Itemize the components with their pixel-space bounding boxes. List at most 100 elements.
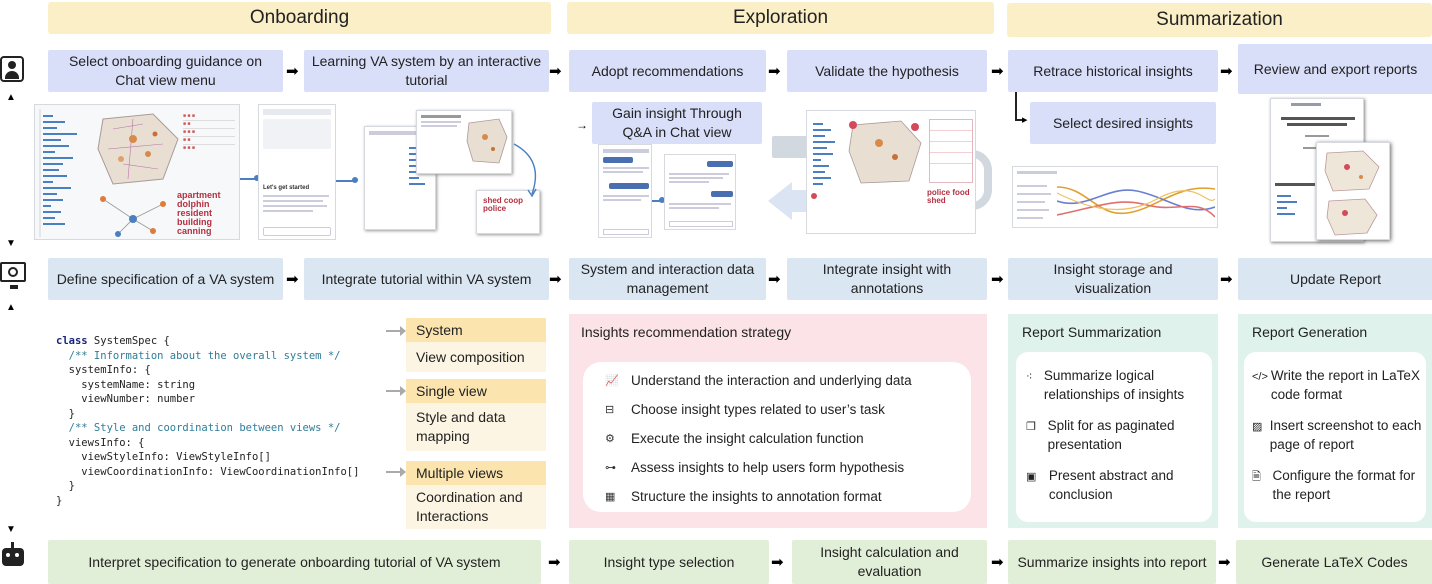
up-arrow-icon-2: ▲ <box>6 302 16 313</box>
connector-line-h <box>1015 119 1025 121</box>
bot-step-insight-calculation: Insight calculation and evaluation <box>792 540 987 584</box>
arrow-right: ➡ <box>286 63 299 80</box>
spec-system-header: System <box>406 318 546 342</box>
recommendation-title: Insights recommendation strategy <box>581 324 792 340</box>
system-step-integrate-tutorial: Integrate tutorial within VA system <box>304 258 549 300</box>
arrow-right-8: ➡ <box>768 271 781 288</box>
toggle-icon: ⊟ <box>605 404 615 416</box>
system-step-update-report: Update Report <box>1238 258 1432 300</box>
word-cloud-2: shed coop police <box>483 196 524 213</box>
code-line-2: /** Information about the overall system… <box>56 349 341 362</box>
arrow-right-2: ➡ <box>549 63 562 80</box>
spec-connector-3 <box>386 471 404 473</box>
user-step-learning-tutorial: Learning VA system by an interactive tut… <box>304 50 549 92</box>
system-step-insight-storage: Insight storage and visualization <box>1008 258 1218 300</box>
dashboard-icon: ▦ <box>605 491 616 503</box>
image-icon: ▨ <box>1252 421 1263 433</box>
recommendation-item: 📈Understand the interaction and underlyi… <box>605 373 912 388</box>
bot-step-summarize-report: Summarize insights into report <box>1008 540 1216 584</box>
user-step-review-export: Review and export reports <box>1238 44 1432 94</box>
code-line-4: systemName: string <box>56 378 196 391</box>
screenshot-insight-storyline <box>1012 166 1218 228</box>
recommendation-item: ⊟Choose insight types related to user’s … <box>605 402 885 417</box>
user-step-validate-hypothesis: Validate the hypothesis <box>787 50 987 92</box>
line-chart-icon: 📈 <box>605 375 619 387</box>
arrow-right-12: ➡ <box>771 554 784 571</box>
spec-connector-1 <box>386 330 404 332</box>
code-line-9: viewStyleInfo: ViewStyleInfo[] <box>56 451 271 463</box>
bot-step-generate-latex: Generate LaTeX Codes <box>1236 540 1432 584</box>
report-generation-panel: Report Generation </>Write the report in… <box>1238 314 1432 528</box>
arrow-right-6: ➡ <box>286 271 299 288</box>
system-spec-code: class SystemSpec { /** Information about… <box>56 334 396 508</box>
code-line-12: } <box>56 494 63 507</box>
up-arrow-icon: ▲ <box>6 92 16 103</box>
book-icon: ▣ <box>1026 471 1037 483</box>
arrow-right-9: ➡ <box>991 271 1004 288</box>
screenshot-chat-qa-2 <box>664 154 736 230</box>
arrow-right-small: → <box>576 118 588 132</box>
link-dot <box>254 175 260 181</box>
arrow-right-11: ➡ <box>548 554 561 571</box>
gears-icon: ⚙ <box>605 433 615 445</box>
spec-system-body: View composition <box>406 342 546 372</box>
down-arrow-icon-2: ▼ <box>6 524 16 535</box>
generation-item: 🗎Configure the format for the report <box>1252 468 1416 502</box>
header-exploration: Exploration <box>567 2 994 34</box>
network-icon: ⁖ <box>1026 371 1033 383</box>
system-step-data-management: System and interaction data management <box>569 258 766 300</box>
link-line-3 <box>652 200 662 202</box>
word-cloud-3: police food shed <box>927 188 970 205</box>
bot-step-interpret-spec: Interpret specification to generate onbo… <box>48 540 541 584</box>
arrow-right-14: ➡ <box>1218 554 1231 571</box>
report-summarization-panel: Report Summarization ⁖Summarize logical … <box>1008 314 1218 528</box>
link-dot-2 <box>352 177 358 183</box>
file-code-icon: 🗎 <box>1252 471 1261 483</box>
arrow-right-4: ➡ <box>991 63 1004 80</box>
computer-icon <box>0 262 26 289</box>
word-cloud: apartment dolphin resident building cann… <box>177 190 221 236</box>
screenshot-report-page-2 <box>1316 142 1390 240</box>
screenshot-tutorial-2 <box>416 110 512 174</box>
summary-item: ▣Present abstract and conclusion <box>1026 468 1174 502</box>
code-keyword: class <box>56 335 88 347</box>
report-generation-list: </>Write the report in LaTeX code format… <box>1244 352 1426 522</box>
generation-item: </>Write the report in LaTeX code format <box>1252 368 1420 402</box>
user-step-retrace-insights: Retrace historical insights <box>1008 50 1218 92</box>
spec-connector-2 <box>386 390 404 392</box>
curved-arrow <box>513 143 537 198</box>
cycle-arrowhead <box>768 182 792 220</box>
code-line-6: } <box>56 407 75 420</box>
user-step-gain-insight: Gain insight Through Q&A in Chat view <box>592 102 762 144</box>
bot-step-insight-type: Insight type selection <box>569 540 769 584</box>
code-line-5: viewNumber: number <box>56 393 196 405</box>
link-line-2 <box>336 180 356 182</box>
user-step-select-onboarding: Select onboarding guidance on Chat view … <box>48 50 283 92</box>
down-arrow-icon: ▼ <box>6 238 16 249</box>
summary-item: ❐Split for as paginated presentation <box>1026 418 1175 452</box>
screenshot-chat-qa-1 <box>598 144 652 238</box>
copy-icon: ❐ <box>1026 421 1036 433</box>
screenshot-annotated-map: police food shed <box>806 110 976 234</box>
code-line-10: viewCoordinationInfo: ViewCoordinationIn… <box>56 465 360 478</box>
robot-icon <box>2 542 24 566</box>
report-generation-title: Report Generation <box>1252 324 1368 340</box>
arrow-right-3: ➡ <box>768 63 781 80</box>
code-line-11: } <box>56 480 75 492</box>
code-line-3: systemInfo: { <box>56 364 151 376</box>
arrow-right-7: ➡ <box>549 271 562 288</box>
spec-arrowhead-2 <box>400 386 406 396</box>
spec-single-body: Style and data mapping <box>406 403 546 451</box>
welcome-text: Let's get started <box>263 185 310 191</box>
user-step-adopt-recommendations: Adopt recommendations <box>569 50 766 92</box>
arrow-right-13: ➡ <box>991 554 1004 571</box>
spec-multi-body: Coordination and Interactions <box>406 485 546 529</box>
report-summarization-title: Report Summarization <box>1022 324 1162 340</box>
generation-item: ▨Insert screenshot to each page of repor… <box>1252 418 1422 452</box>
spec-arrowhead-1 <box>400 326 406 336</box>
code-icon: </> <box>1252 371 1268 383</box>
code-line-8: viewsInfo: { <box>56 436 145 449</box>
code-line-7: /** Style and coordination between views… <box>56 422 341 434</box>
cycle-curve <box>972 150 992 210</box>
user-step-select-desired: Select desired insights <box>1030 102 1216 144</box>
